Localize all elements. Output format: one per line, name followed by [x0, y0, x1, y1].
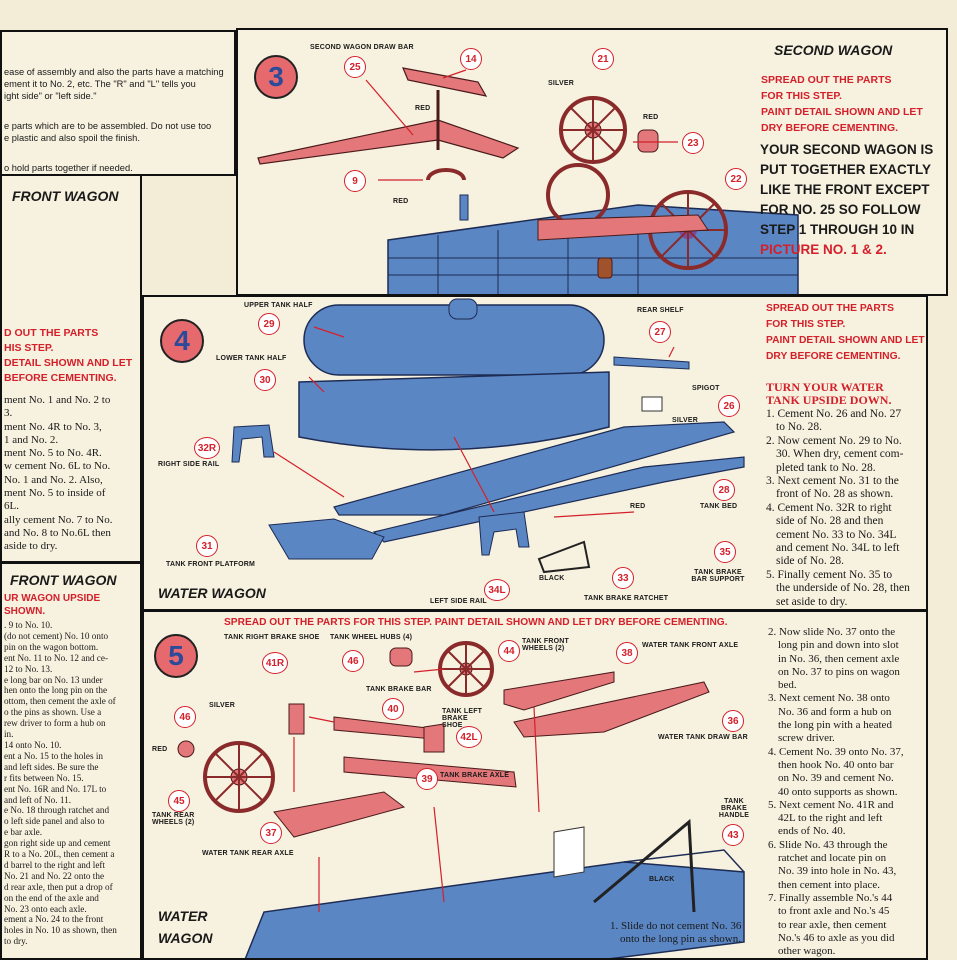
label-tank-brake-ratchet: TANK BRAKE RATCHET	[584, 595, 669, 602]
part-25: 25	[344, 56, 366, 78]
label-red-1: RED	[415, 105, 431, 112]
part-35: 35	[714, 541, 736, 563]
front-wagon-steps-2: . 9 to No. 10.(do not cement) No. 10 ont…	[4, 620, 117, 947]
label-black: BLACK	[539, 575, 565, 582]
step-5-red-header: SPREAD OUT THE PARTS FOR THIS STEP. PAIN…	[224, 617, 728, 628]
part-32r: 32R	[194, 437, 220, 459]
step-5-footer-1: WATER	[158, 908, 208, 924]
label-brake-handle: TANK BRAKE HANDLE	[718, 798, 750, 819]
part-30: 30	[254, 369, 276, 391]
step-4-number: 4	[160, 319, 204, 363]
step-4-panel: 4 UPPER TANK HALF LOWER TANK HALF REAR S…	[142, 295, 928, 611]
label-black: BLACK	[649, 876, 675, 883]
intro-text: ease of assembly and also the parts have…	[4, 67, 224, 173]
step-5-number: 5	[154, 634, 198, 678]
label-red: RED	[630, 503, 646, 510]
step-5-illustration	[177, 641, 745, 958]
label-rear-shelf: REAR SHELF	[637, 307, 684, 314]
label-right-brake-shoe: TANK RIGHT BRAKE SHOE	[224, 634, 320, 641]
part-26: 26	[718, 395, 740, 417]
part-41r: 41R	[262, 652, 288, 674]
step-4-footer: WATER WAGON	[158, 585, 266, 601]
part-14: 14	[460, 48, 482, 70]
part-45: 45	[168, 790, 190, 812]
part-46-top: 46	[342, 650, 364, 672]
label-brake-support: TANK BRAKE BAR SUPPORT	[691, 569, 745, 583]
part-28: 28	[713, 479, 735, 501]
left-column-top-box: ease of assembly and also the parts have…	[0, 30, 236, 176]
label-right-side-rail: RIGHT SIDE RAIL	[158, 461, 220, 468]
label-silver: SILVER	[672, 417, 698, 424]
step-5-panel: 5 SPREAD OUT THE PARTS FOR THIS STEP. PA…	[142, 610, 928, 960]
part-46-left: 46	[174, 706, 196, 728]
part-23: 23	[682, 132, 704, 154]
label-rear-wheels: TANK REAR WHEELS (2)	[152, 812, 195, 826]
part-36: 36	[722, 710, 744, 732]
label-left-brake-shoe: TANK LEFT BRAKE SHOE	[442, 708, 483, 729]
part-22: 22	[725, 168, 747, 190]
label-red-3: RED	[393, 198, 409, 205]
part-27: 27	[649, 321, 671, 343]
label-front-wheels: TANK FRONT WHEELS (2)	[522, 638, 569, 652]
step-3-illustration	[257, 67, 799, 294]
part-31: 31	[196, 535, 218, 557]
label-draw-bar: WATER TANK DRAW BAR	[658, 734, 748, 741]
part-37: 37	[260, 822, 282, 844]
label-draw-bar: SECOND WAGON DRAW BAR	[310, 44, 414, 51]
step-4-illustration	[231, 298, 745, 574]
part-38: 38	[616, 642, 638, 664]
label-upper-tank-half: UPPER TANK HALF	[244, 302, 313, 309]
label-red-2: RED	[643, 114, 659, 121]
part-33: 33	[612, 567, 634, 589]
label-lower-tank-half: LOWER TANK HALF	[216, 355, 287, 362]
label-brake-axle: TANK BRAKE AXLE	[440, 772, 510, 779]
part-42l: 42L	[456, 726, 482, 748]
step-3-number: 3	[254, 55, 298, 99]
label-silver: SILVER	[548, 80, 574, 87]
step-3-heading: SECOND WAGON	[774, 42, 893, 58]
label-brake-bar: TANK BRAKE BAR	[366, 686, 432, 693]
label-wheel-hubs: TANK WHEEL HUBS (4)	[330, 634, 413, 641]
front-wagon-heading: FRONT WAGON	[12, 188, 119, 204]
label-spigot: SPIGOT	[692, 385, 720, 392]
part-9: 9	[344, 170, 366, 192]
label-red: RED	[152, 746, 168, 753]
part-29: 29	[258, 313, 280, 335]
step-3-panel: 3 SECOND WAGON DRAW BAR SILVER RED RED R…	[236, 28, 948, 296]
label-front-axle: WATER TANK FRONT AXLE	[642, 642, 739, 649]
label-silver: SILVER	[209, 702, 235, 709]
part-40: 40	[382, 698, 404, 720]
front-wagon-heading-2: FRONT WAGON	[10, 572, 117, 588]
step-5-footer-2: WAGON	[158, 930, 213, 946]
part-44: 44	[498, 640, 520, 662]
label-rear-axle: WATER TANK REAR AXLE	[202, 850, 294, 857]
part-21: 21	[592, 48, 614, 70]
part-34l: 34L	[484, 579, 510, 601]
label-tank-bed: TANK BED	[700, 503, 738, 510]
label-tank-front-platform: TANK FRONT PLATFORM	[166, 561, 256, 568]
label-left-side-rail: LEFT SIDE RAIL	[430, 598, 487, 605]
part-43: 43	[722, 824, 744, 846]
part-39: 39	[416, 768, 438, 790]
